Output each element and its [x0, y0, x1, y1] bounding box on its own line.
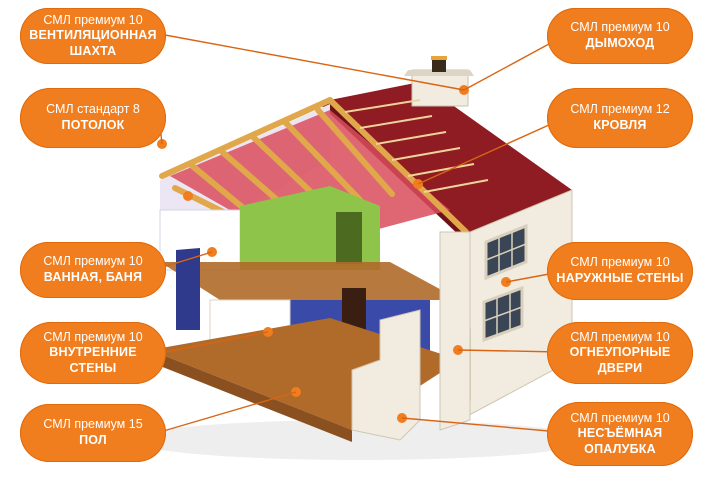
- label-bathroom: СМЛ премиум 10 ВАННАЯ, БАНЯ: [20, 242, 166, 298]
- leader-lines: [159, 34, 561, 433]
- label-title: ПОЛ: [79, 433, 107, 447]
- label-chimney: СМЛ премиум 10 ДЫМОХОД: [547, 8, 693, 64]
- label-title: ВАННАЯ, БАНЯ: [43, 270, 143, 284]
- label-title: ВНУТРЕННИЕ: [49, 345, 137, 360]
- window-upper: [484, 223, 528, 281]
- chimney-top: [404, 70, 474, 76]
- formwork-wall: [351, 309, 421, 441]
- label-grade: СМЛ премиум 10: [570, 255, 670, 270]
- label-title-2: ДВЕРИ: [597, 360, 643, 375]
- label-grade: СМЛ премиум 10: [570, 329, 670, 344]
- label-outer-walls: СМЛ премиум 10 НАРУЖНЫЕ СТЕНЫ: [547, 242, 693, 300]
- label-title: НАРУЖНЫЕ СТЕНЫ: [556, 271, 684, 285]
- lower-blue-room: [176, 248, 200, 330]
- ground-shadow: [130, 420, 590, 460]
- label-title: ВЕНТИЛЯЦИОННАЯ: [29, 28, 157, 43]
- label-grade: СМЛ премиум 10: [43, 329, 143, 344]
- label-ventilation-shaft: СМЛ премиум 10 ВЕНТИЛЯЦИОННАЯ ШАХТА: [20, 8, 166, 64]
- roof-right-slope: [330, 82, 572, 232]
- label-title: ДЫМОХОД: [585, 36, 655, 50]
- label-fire-doors: СМЛ премиум 10 ОГНЕУПОРНЫЕ ДВЕРИ: [547, 322, 693, 384]
- window-lower: [482, 285, 524, 343]
- label-title: ПОТОЛОК: [61, 118, 125, 132]
- label-title: КРОВЛЯ: [593, 118, 647, 132]
- chimney-pipe: [432, 58, 446, 72]
- label-title-2: СТЕНЫ: [69, 360, 117, 375]
- label-grade: СМЛ премиум 12: [570, 102, 670, 117]
- label-formwork: СМЛ премиум 10 НЕСЪЁМНАЯ ОПАЛУБКА: [547, 402, 693, 466]
- label-grade: СМЛ премиум 10: [43, 12, 143, 27]
- label-title: ОГНЕУПОРНЫЕ: [569, 345, 671, 360]
- label-grade: СМЛ премиум 15: [43, 417, 143, 432]
- upper-floor-slab: [160, 262, 460, 300]
- label-floor: СМЛ премиум 15 ПОЛ: [20, 404, 166, 462]
- label-roof: СМЛ премиум 12 КРОВЛЯ: [547, 88, 693, 148]
- label-grade: СМЛ премиум 10: [43, 254, 143, 269]
- label-ceiling: СМЛ стандарт 8 ПОТОЛОК: [20, 88, 166, 148]
- label-grade: СМЛ премиум 10: [570, 20, 670, 35]
- label-title-2: ШАХТА: [69, 43, 117, 58]
- label-title: НЕСЪЁМНАЯ: [577, 426, 663, 441]
- label-grade: СМЛ премиум 10: [570, 410, 670, 425]
- label-grade: СМЛ стандарт 8: [46, 102, 140, 117]
- label-inner-walls: СМЛ премиум 10 ВНУТРЕННИЕ СТЕНЫ: [20, 322, 166, 384]
- label-title-2: ОПАЛУБКА: [584, 441, 656, 456]
